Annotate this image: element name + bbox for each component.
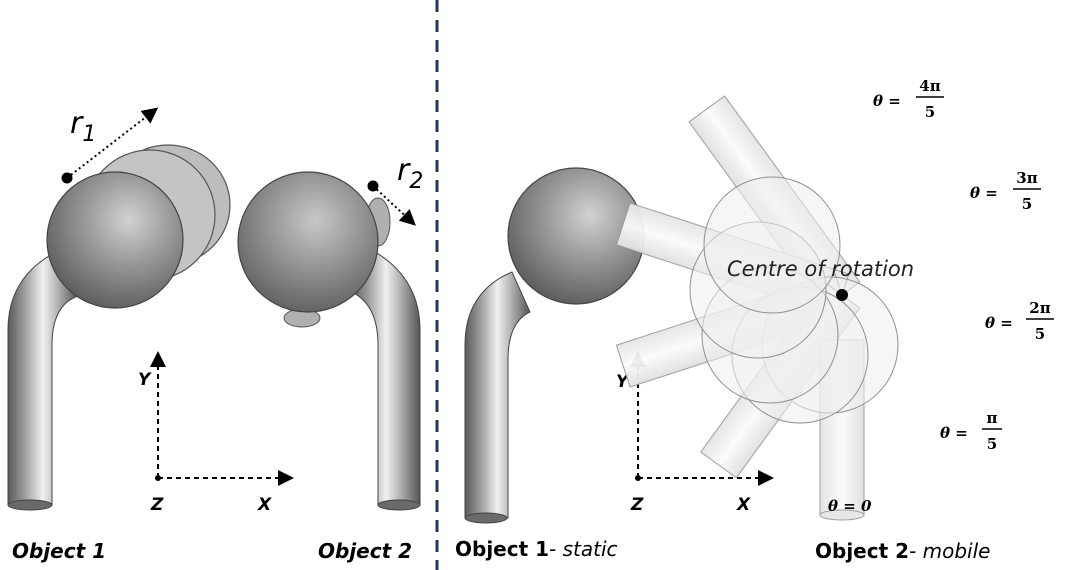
theta-value-0: 0 [861, 497, 872, 515]
r1-arrow [66, 107, 159, 179]
r2-annotation: r2 [367, 153, 423, 226]
object1-model [7, 144, 231, 511]
theta-label-2pi5: θ = 2π 5 [985, 299, 1054, 343]
caption-object1: Object 1 [12, 539, 106, 563]
caption-mobile-suffix: - mobile [909, 539, 990, 563]
middle-z-label: Z [630, 495, 644, 515]
object2-model [237, 171, 421, 511]
object1-sphere [46, 171, 184, 309]
theta-label-0: θ = 0 [828, 497, 872, 515]
theta-num-3pi5: 3π [1016, 169, 1037, 187]
r1-annotation: r1 [61, 106, 159, 184]
centre-of-rotation: Centre of rotation [727, 257, 914, 301]
static-object1-tube [464, 271, 531, 519]
ghost-spheres [689, 176, 899, 424]
svg-text:r1: r1 [70, 106, 96, 147]
caption-mobile-name: Object 2 [815, 539, 909, 563]
theta-prefix: θ = [970, 184, 998, 202]
r2-arrow [372, 185, 416, 226]
theta-den-3pi5: 5 [1022, 195, 1032, 213]
left-axes: Y X Z [138, 351, 294, 515]
caption-static-suffix: - static [549, 537, 618, 561]
middle-x-label: X [736, 495, 751, 515]
theta-prefix: θ = [940, 424, 968, 442]
centre-of-rotation-label: Centre of rotation [727, 257, 914, 281]
caption-static: Object 1- static [455, 537, 618, 561]
theta-label-pi5: θ = π 5 [940, 409, 1002, 453]
r2-letter: r [397, 153, 411, 188]
caption-static-name: Object 1 [455, 537, 549, 561]
svg-text:r2: r2 [397, 153, 423, 194]
r1-letter: r [70, 106, 84, 141]
left-y-label: Y [138, 370, 152, 390]
theta-label-3pi5: θ = 3π 5 [970, 169, 1041, 213]
theta-label-4pi5: θ = 4π 5 [873, 77, 944, 121]
object2-sphere [237, 171, 379, 313]
theta-prefix: θ = [828, 497, 856, 515]
left-z-label: Z [150, 495, 164, 515]
theta-prefix: θ = [985, 314, 1013, 332]
theta-num-2pi5: 2π [1029, 299, 1050, 317]
theta-den-4pi5: 5 [925, 103, 935, 121]
theta-num-pi5: π [987, 409, 998, 427]
caption-object2: Object 2 [318, 539, 412, 563]
theta-num-4pi5: 4π [919, 77, 940, 95]
theta-prefix: θ = [873, 92, 901, 110]
theta-den-pi5: 5 [987, 435, 997, 453]
r2-subscript: 2 [409, 169, 423, 194]
svg-text:θ = 0: θ = 0 [828, 497, 872, 515]
mobile-object2-model [615, 95, 899, 521]
caption-mobile: Object 2- mobile [815, 539, 990, 563]
r1-subscript: 1 [82, 122, 96, 147]
static-object1-model [464, 167, 645, 524]
left-x-label: X [257, 495, 272, 515]
centre-of-rotation-point [836, 289, 848, 301]
theta-den-2pi5: 5 [1035, 325, 1045, 343]
